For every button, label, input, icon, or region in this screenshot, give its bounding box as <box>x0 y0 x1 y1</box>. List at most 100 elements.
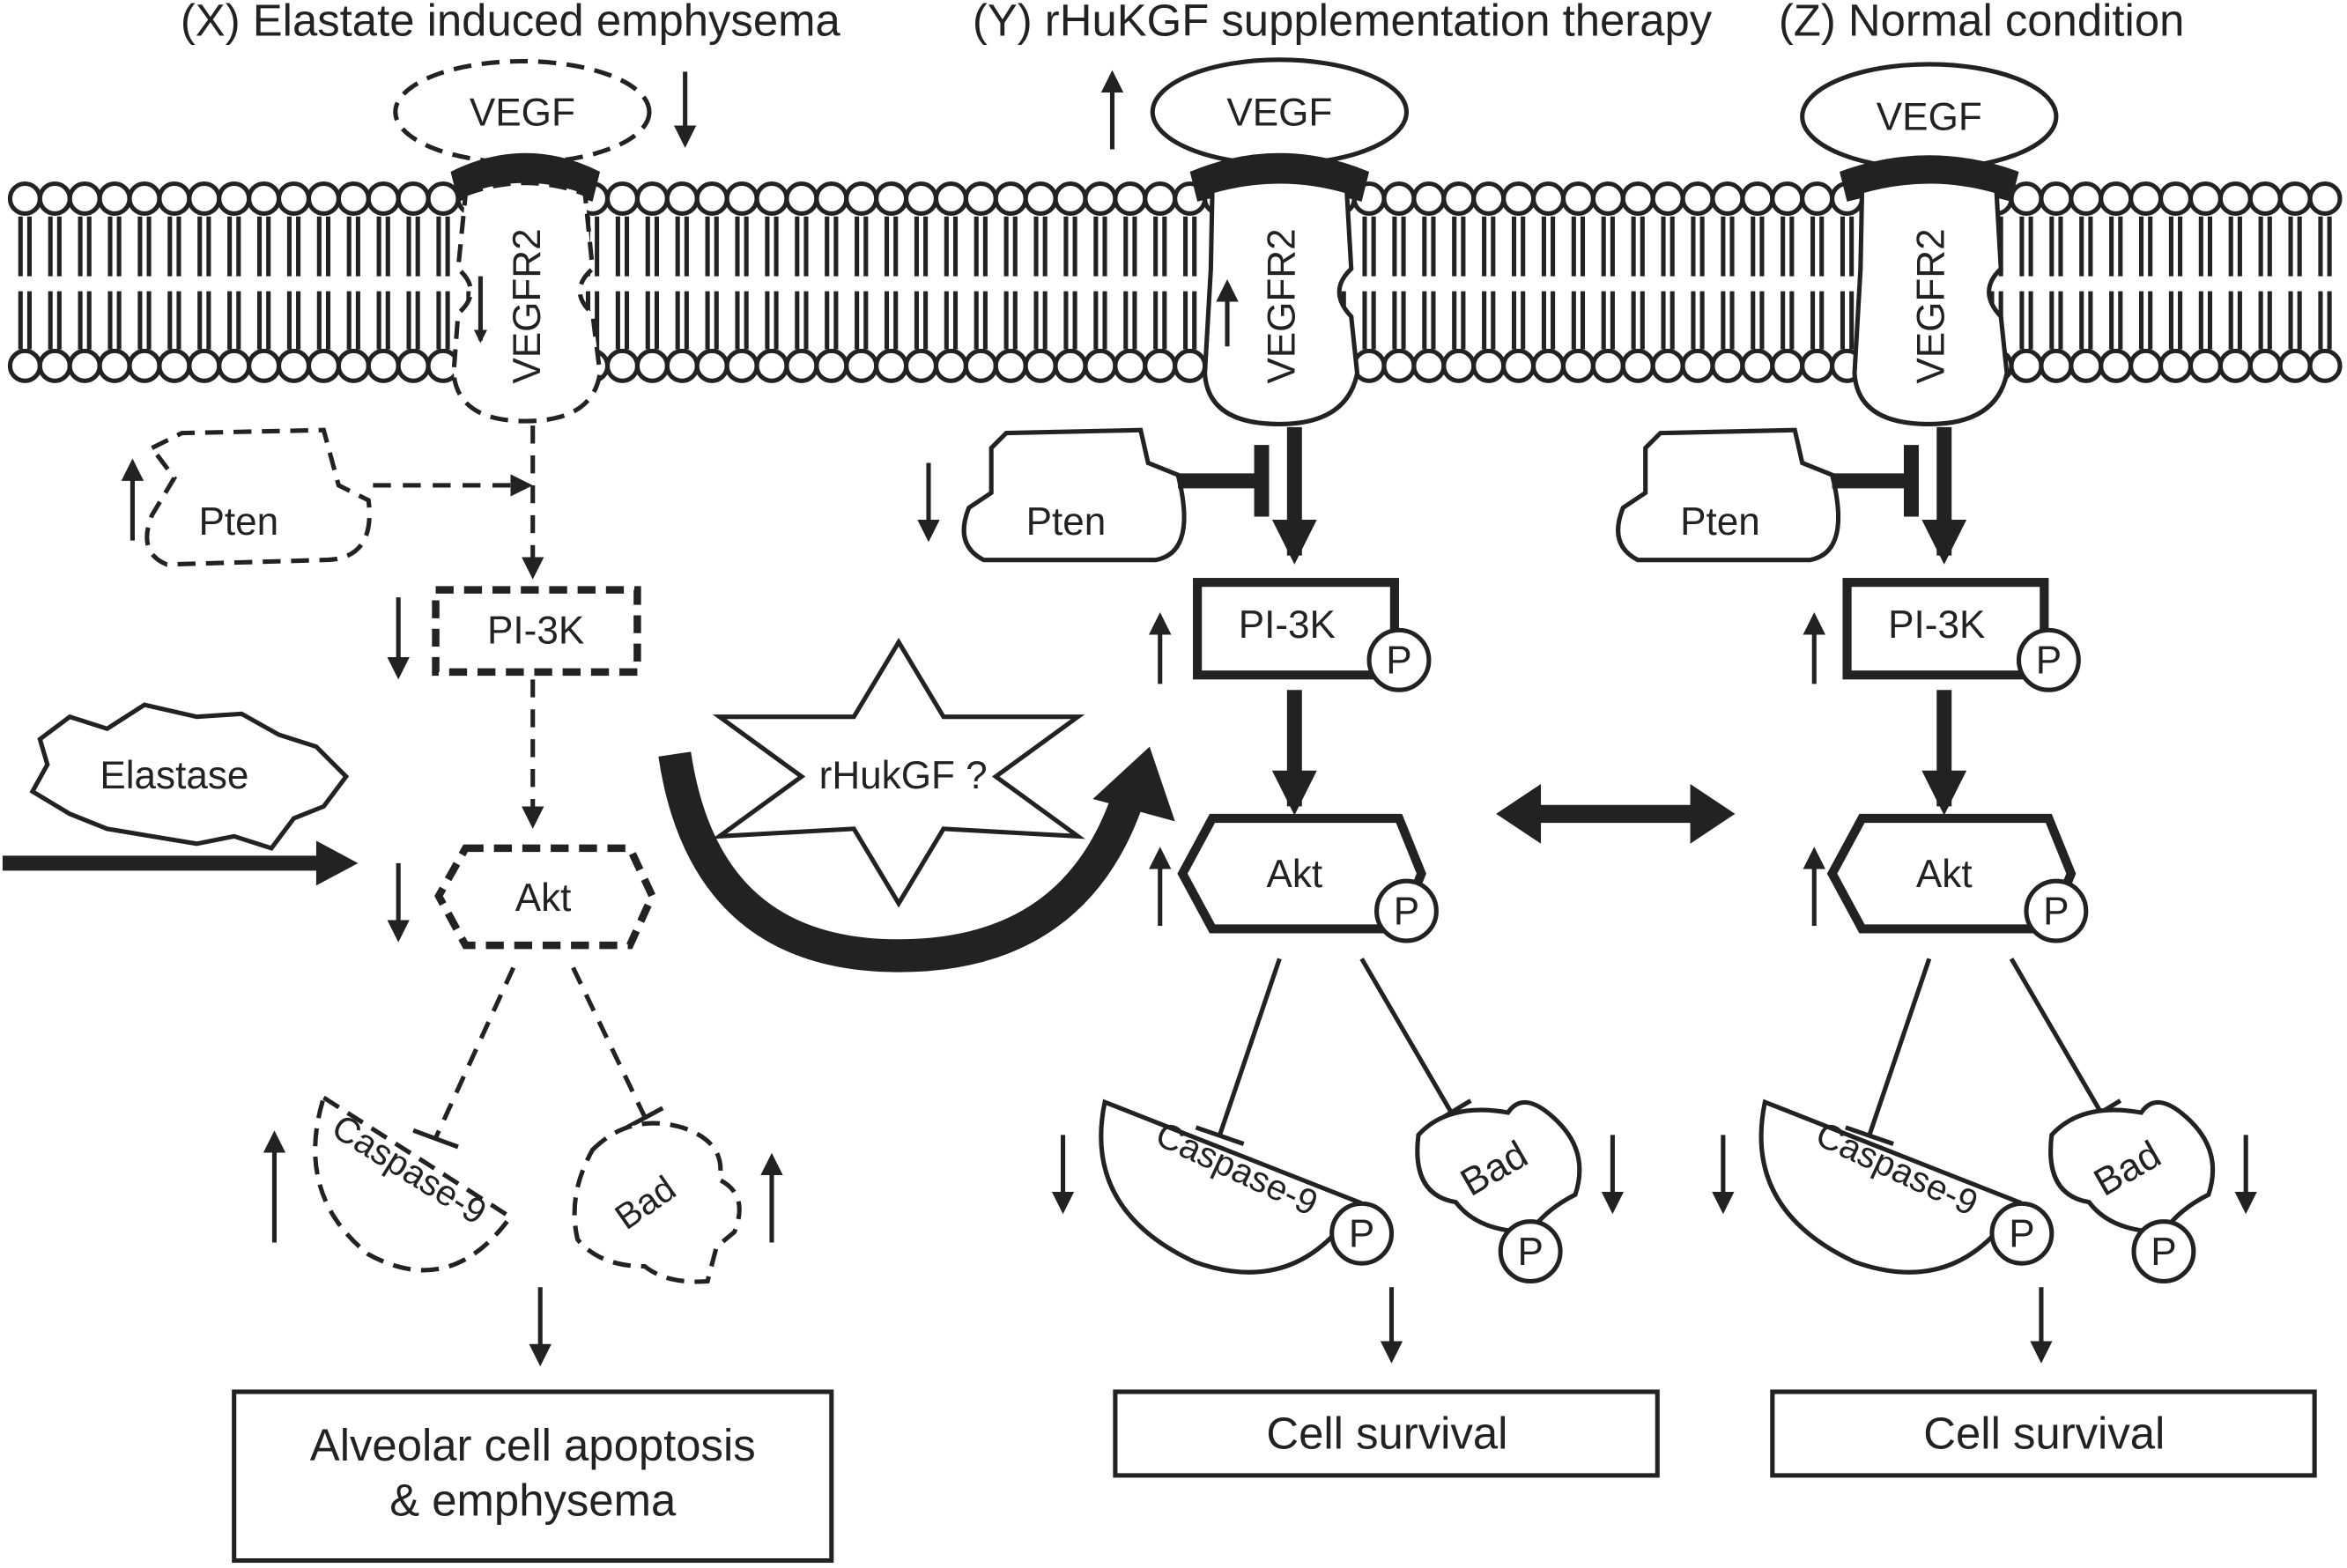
lipid-head <box>1411 181 1447 216</box>
phospho-circle <box>1374 878 1439 943</box>
lipid-head <box>2217 348 2253 383</box>
panel-x: VEGF VEGFR2 Pten PI-3K Elastase Akt Casp… <box>2 58 834 1564</box>
therapy-curved-arrow <box>658 751 1146 973</box>
lipid-head <box>694 348 729 383</box>
lipid-head <box>1471 348 1507 383</box>
lipid-head <box>2247 181 2283 216</box>
phospho-label: P <box>1386 640 1411 683</box>
lipid-head <box>2129 348 2164 383</box>
lipid-head <box>694 181 729 216</box>
phospho-label: P <box>2036 640 2062 683</box>
lipid-head <box>634 348 670 383</box>
outcome-label: Cell survival <box>1266 1408 1507 1458</box>
vegfr2-x <box>451 181 603 424</box>
lipid-head <box>306 181 341 216</box>
lipid-head <box>2009 348 2044 383</box>
lipid-head <box>2277 181 2313 216</box>
elastase-enzyme <box>29 702 350 851</box>
lipid-head <box>1501 348 1536 383</box>
lipid-head <box>664 181 700 216</box>
lipid-head <box>1620 348 1655 383</box>
lipid-head <box>187 181 222 216</box>
rhukgf-label: rHukGF ? <box>819 754 988 797</box>
akt-label: Akt <box>1266 853 1322 896</box>
outcome-box <box>1770 1389 2317 1478</box>
lipid-head <box>1441 348 1477 383</box>
lipid-head <box>1023 181 1058 216</box>
lipid-head <box>396 348 431 383</box>
lipid-head <box>1650 181 1685 216</box>
lipid-head <box>1740 348 1775 383</box>
lipid-head <box>1113 181 1148 216</box>
akt-inhibits-caspase9 <box>433 966 516 1139</box>
lipid-head <box>1113 348 1148 383</box>
pi3k-label: PI-3K <box>1888 603 1985 647</box>
lipid-head <box>754 348 789 383</box>
lipid-head <box>1143 181 1178 216</box>
outcome-box-x <box>232 1389 834 1564</box>
vegfr2 <box>1852 179 2010 426</box>
lipid-head <box>963 181 998 216</box>
akt-inhibits-bad <box>1359 958 1454 1114</box>
phospho-circle <box>1329 1201 1395 1266</box>
arrowhead-icon <box>315 840 359 886</box>
lipid-head <box>2188 181 2223 216</box>
rhukgf-star <box>712 638 1085 908</box>
lipid-head <box>2158 348 2193 383</box>
elastase-label: Elastase <box>100 754 248 797</box>
vegfr2 <box>1203 179 1360 426</box>
pi3k-x <box>432 586 641 677</box>
lipid-head <box>366 348 401 383</box>
pten-x-label: Pten <box>198 500 278 544</box>
caspase9-x <box>313 1094 514 1273</box>
lipid-head <box>874 348 909 383</box>
lipid-head <box>1083 181 1118 216</box>
caspase9 <box>1758 1098 2023 1275</box>
lipid-head <box>1710 348 1745 383</box>
panel-z: VEGFVEGFR2PtenPI-3KPAktPCaspase-9PBadPCe… <box>1616 62 2317 1478</box>
lipid-head <box>2307 181 2343 216</box>
akt-inhibits-bad <box>571 966 648 1119</box>
phospho-label: P <box>1394 890 1419 933</box>
lipid-head <box>127 181 162 216</box>
bad-x <box>572 1121 742 1284</box>
lipid-head <box>426 181 461 216</box>
lipid-head <box>366 181 401 216</box>
lipid-head <box>1023 348 1058 383</box>
lipid-head <box>2277 348 2313 383</box>
lipid-head <box>1560 181 1596 216</box>
lipid-head <box>2069 181 2104 216</box>
lipid-head <box>604 181 640 216</box>
pi3k-label: PI-3K <box>1239 603 1336 647</box>
lipid-head <box>993 181 1028 216</box>
lipid-head <box>784 348 819 383</box>
lipid-head <box>724 181 759 216</box>
lipid-head <box>634 181 670 216</box>
lipid-head <box>157 181 192 216</box>
lipid-head <box>1590 181 1625 216</box>
lipid-head <box>1411 348 1447 383</box>
caspase9 <box>1099 1098 1362 1275</box>
lipid-head <box>1381 181 1417 216</box>
phospho-label: P <box>2009 1213 2034 1256</box>
lipid-head <box>97 348 132 383</box>
lipid-head <box>1053 181 1088 216</box>
lipid-head <box>247 348 282 383</box>
lipid-head <box>1501 181 1536 216</box>
pi3k-x-label: PI-3K <box>487 610 584 653</box>
panel-y: VEGFVEGFR2PtenPI-3KPAktPCaspase-9PBadPCe… <box>917 57 1660 1478</box>
phospho-circle <box>2024 878 2089 943</box>
lipid-head <box>217 348 252 383</box>
lipid-head <box>844 181 879 216</box>
lipid-head <box>306 348 341 383</box>
lipid-head <box>2039 348 2074 383</box>
inhibit-bar <box>1195 1125 1245 1146</box>
lipid-head <box>37 181 72 216</box>
lipid-head <box>1471 181 1507 216</box>
lipid-head <box>1800 181 1835 216</box>
lipid-head <box>67 181 102 216</box>
lipid-head <box>993 348 1028 383</box>
lipid-head <box>844 348 879 383</box>
lipid-head <box>933 181 968 216</box>
lipid-head <box>2099 181 2134 216</box>
